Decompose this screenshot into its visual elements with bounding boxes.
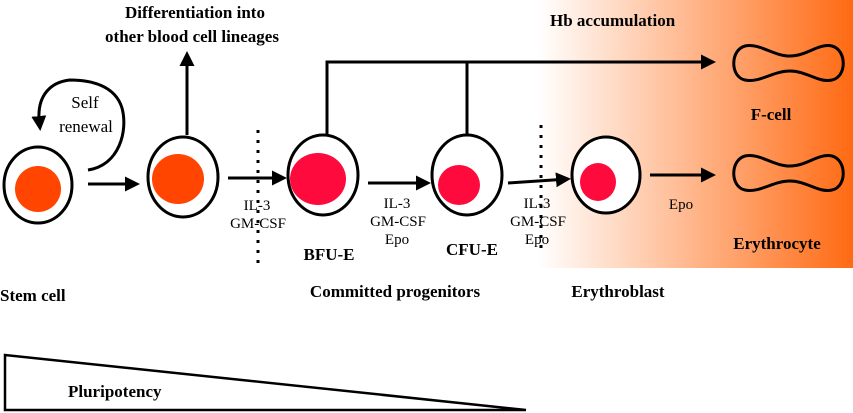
differentiation-label-line2: other blood cell lineages xyxy=(105,27,279,46)
progenitor-cell xyxy=(146,135,220,219)
pluripotency-wedge xyxy=(3,353,527,412)
factor-il3-step3: IL-3 xyxy=(524,196,551,212)
bfu-e-label: BFU-E xyxy=(304,245,355,264)
factor-epo-step4: Epo xyxy=(669,197,693,213)
f-cell-label: F-cell xyxy=(751,105,792,124)
self-renewal-label-line2: renewal xyxy=(59,117,113,136)
erythrocyte-shape xyxy=(732,154,845,192)
cfu-e-cell xyxy=(430,133,504,217)
erythrocyte-label: Erythrocyte xyxy=(733,234,821,253)
hb-gradient-band xyxy=(538,0,853,268)
stem-cell xyxy=(2,145,74,225)
committed-progenitors-label: Committed progenitors xyxy=(310,282,481,301)
differentiation-label-line1: Differentiation into xyxy=(125,3,265,22)
factor-gmcsf-step2: GM-CSF xyxy=(370,214,426,230)
f-cell-path xyxy=(325,60,467,135)
factor-gmcsf-step3: GM-CSF xyxy=(510,214,566,230)
f-cell-shape xyxy=(732,44,845,82)
pluripotency-label: Pluripotency xyxy=(68,382,162,401)
factor-epo-step3: Epo xyxy=(525,232,549,248)
factor-epo-step2: Epo xyxy=(385,232,409,248)
stem-cell-label: Stem cell xyxy=(0,286,66,305)
factor-il3-step1: IL-3 xyxy=(244,198,271,214)
cfu-e-label: CFU-E xyxy=(446,240,498,259)
erythroblast-label: Erythroblast xyxy=(571,282,665,301)
erythroblast-cell xyxy=(570,135,642,215)
self-renewal-label-line1: Self xyxy=(71,93,99,112)
factor-il3-step2: IL-3 xyxy=(384,196,411,212)
factor-gmcsf-step1: GM-CSF xyxy=(230,216,286,232)
arrow-cfu-e-to-erythroblast xyxy=(507,172,571,188)
hb-accumulation-label: Hb accumulation xyxy=(550,11,676,30)
bfu-e-cell xyxy=(286,133,360,217)
self-renewal-arrow xyxy=(31,78,126,172)
